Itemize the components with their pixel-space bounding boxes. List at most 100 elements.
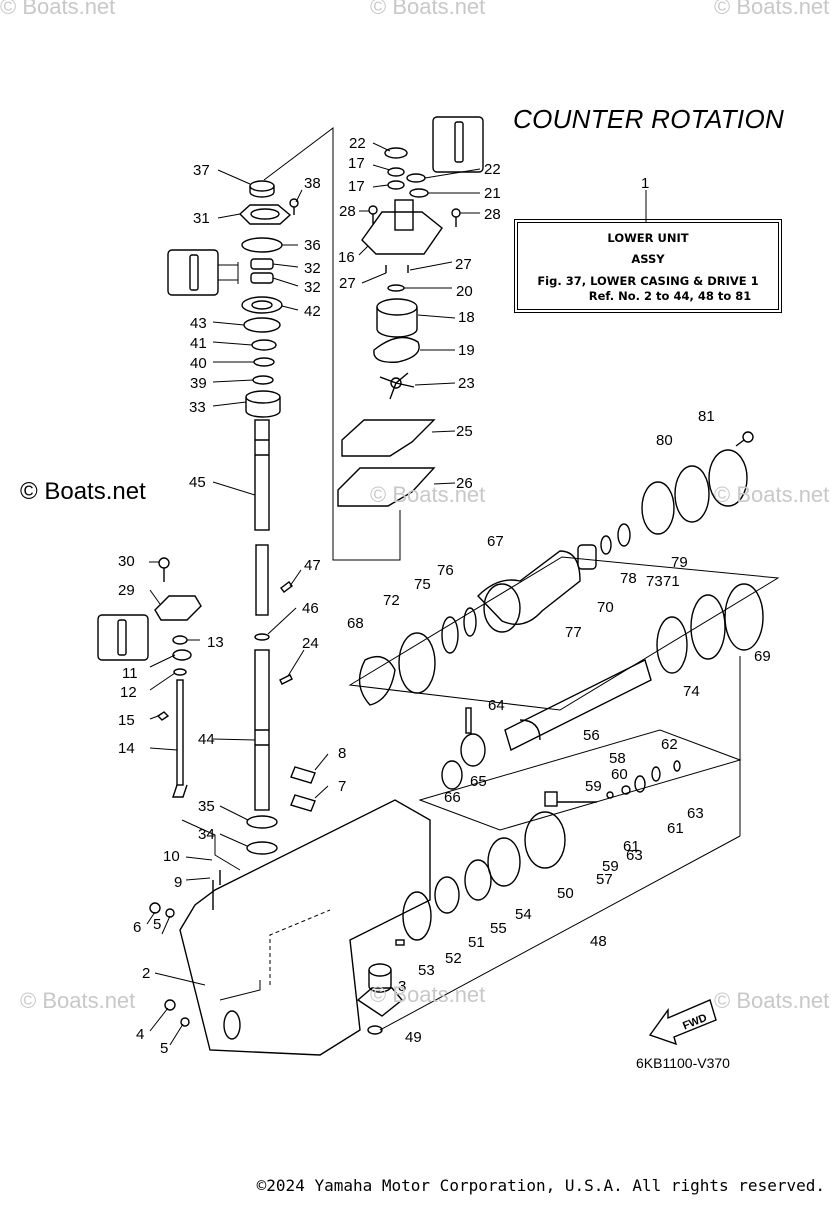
part-label-72: 72 bbox=[383, 592, 400, 609]
watermark-main: © Boats.net bbox=[20, 478, 146, 505]
part-label-32: 32 bbox=[304, 260, 321, 277]
info-box: LOWER UNIT ASSY Fig. 37, LOWER CASING & … bbox=[514, 219, 782, 313]
part-label-68: 68 bbox=[347, 615, 364, 632]
part-label-75: 75 bbox=[414, 576, 431, 593]
part-label-58: 58 bbox=[609, 750, 626, 767]
part-label-9: 9 bbox=[174, 874, 182, 891]
part-label-52: 52 bbox=[445, 950, 462, 967]
part-label-13: 13 bbox=[207, 634, 224, 651]
part-label-51: 51 bbox=[468, 934, 485, 951]
watermark-faint: © Boats.net bbox=[370, 982, 486, 1007]
watermark-faint: © Boats.net bbox=[714, 482, 830, 507]
info-box-line4: Ref. No. 2 to 44, 48 to 81 bbox=[588, 289, 752, 303]
part-label-63: 63 bbox=[687, 805, 704, 822]
part-label-31: 31 bbox=[193, 210, 210, 227]
part-label-4: 4 bbox=[136, 1026, 144, 1043]
part-label-73: 73 bbox=[646, 573, 663, 590]
part-label-64: 64 bbox=[488, 697, 505, 714]
part-label-23: 23 bbox=[458, 375, 475, 392]
part-label-46: 46 bbox=[302, 600, 319, 617]
part-label-63: 63 bbox=[626, 847, 643, 864]
part-label-29: 29 bbox=[118, 582, 135, 599]
forward-label: FWD bbox=[681, 1012, 709, 1033]
part-label-42: 42 bbox=[304, 303, 321, 320]
part-label-65: 65 bbox=[470, 773, 487, 790]
part-label-48: 48 bbox=[590, 933, 607, 950]
part-label-34: 34 bbox=[198, 826, 215, 843]
info-box-line1: LOWER UNIT bbox=[607, 231, 689, 245]
part-label-59: 59 bbox=[602, 858, 619, 875]
part-label-60: 60 bbox=[611, 766, 628, 783]
part-label-27: 27 bbox=[455, 256, 472, 273]
part-label-2: 2 bbox=[142, 965, 150, 982]
part-label-79: 79 bbox=[671, 554, 688, 571]
info-box-line3: Fig. 37, LOWER CASING & DRIVE 1 bbox=[537, 274, 759, 288]
part-label-55: 55 bbox=[490, 920, 507, 937]
propeller-shaft-assembly bbox=[348, 431, 780, 1035]
part-label-19: 19 bbox=[458, 342, 475, 359]
part-label-71: 71 bbox=[663, 573, 680, 590]
part-label-49: 49 bbox=[405, 1029, 422, 1046]
part-label-27: 27 bbox=[339, 275, 356, 292]
part-label-45: 45 bbox=[189, 474, 206, 491]
part-label-22: 22 bbox=[349, 135, 366, 152]
part-label-25: 25 bbox=[456, 423, 473, 440]
part-label-5: 5 bbox=[160, 1040, 168, 1057]
watermark-faint: © Boats.net bbox=[370, 0, 486, 19]
part-label-57: 57 bbox=[596, 871, 613, 888]
part-label-5: 5 bbox=[153, 916, 161, 933]
part-label-50: 50 bbox=[557, 885, 574, 902]
leader-lines bbox=[146, 142, 647, 1046]
info-box-ref-number: 1 bbox=[641, 175, 649, 192]
part-label-28: 28 bbox=[339, 203, 356, 220]
part-label-36: 36 bbox=[304, 237, 321, 254]
part-label-56: 56 bbox=[583, 727, 600, 744]
lower-casing bbox=[149, 766, 431, 1056]
part-label-70: 70 bbox=[597, 599, 614, 616]
part-label-17: 17 bbox=[348, 178, 365, 195]
watermark-faint: © Boats.net bbox=[370, 482, 486, 507]
part-label-17: 17 bbox=[348, 155, 365, 172]
part-label-59: 59 bbox=[585, 778, 602, 795]
part-label-44: 44 bbox=[198, 731, 215, 748]
part-label-16: 16 bbox=[338, 249, 355, 266]
part-label-76: 76 bbox=[437, 562, 454, 579]
part-label-62: 62 bbox=[661, 736, 678, 753]
part-label-18: 18 bbox=[458, 309, 475, 326]
forward-arrow-icon bbox=[648, 999, 717, 1046]
part-label-61: 61 bbox=[623, 838, 640, 855]
part-number-labels: 2345567891011121314151617171819202122222… bbox=[118, 135, 771, 1057]
part-label-11: 11 bbox=[122, 665, 138, 682]
part-label-80: 80 bbox=[656, 432, 673, 449]
watermark-faint: © Boats.net bbox=[714, 0, 830, 19]
copyright-notice: ©2024 Yamaha Motor Corporation, U.S.A. A… bbox=[256, 1176, 825, 1195]
part-label-74: 74 bbox=[683, 683, 700, 700]
part-label-69: 69 bbox=[754, 648, 771, 665]
drawing-code: 6KB1100-V370 bbox=[636, 1055, 730, 1071]
part-label-26: 26 bbox=[456, 475, 473, 492]
part-label-35: 35 bbox=[198, 798, 215, 815]
part-label-28: 28 bbox=[484, 206, 501, 223]
part-label-21: 21 bbox=[484, 185, 501, 202]
part-label-66: 66 bbox=[444, 789, 461, 806]
part-label-53: 53 bbox=[418, 962, 435, 979]
part-label-30: 30 bbox=[118, 553, 135, 570]
watermark-faint: © Boats.net bbox=[0, 0, 116, 19]
part-label-67: 67 bbox=[487, 533, 504, 550]
part-label-61: 61 bbox=[667, 820, 684, 837]
part-label-81: 81 bbox=[698, 408, 715, 425]
part-label-39: 39 bbox=[190, 375, 207, 392]
diagram-heading: COUNTER ROTATION bbox=[513, 104, 785, 134]
part-label-40: 40 bbox=[190, 355, 207, 372]
part-label-47: 47 bbox=[304, 557, 321, 574]
part-label-6: 6 bbox=[133, 919, 141, 936]
part-label-24: 24 bbox=[302, 635, 319, 652]
part-label-54: 54 bbox=[515, 906, 532, 923]
part-label-41: 41 bbox=[190, 335, 207, 352]
part-label-33: 33 bbox=[189, 399, 206, 416]
info-box-line2: ASSY bbox=[631, 252, 665, 266]
part-label-22: 22 bbox=[484, 161, 501, 178]
part-label-32: 32 bbox=[304, 279, 321, 296]
